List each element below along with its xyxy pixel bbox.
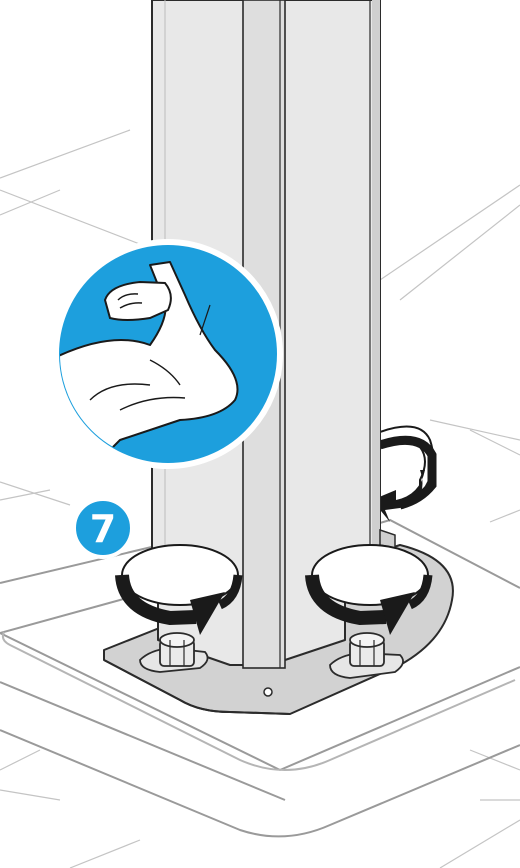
step-number: 7	[90, 510, 116, 548]
flexed-arm-icon	[50, 242, 280, 470]
rear-rotation-arrow	[372, 427, 433, 522]
step-number-badge: 7	[72, 497, 134, 559]
